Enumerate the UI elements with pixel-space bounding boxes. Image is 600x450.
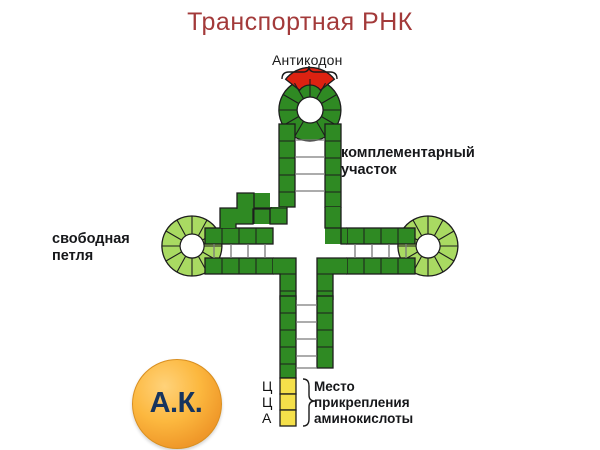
central-junction [219,192,347,300]
label-free-loop: свободная петля [52,231,130,265]
page-title: Транспортная РНК [187,8,413,36]
label-complementary-region: комплементарный участок [341,145,475,179]
anticodon-red-bases [284,66,336,92]
attachment-brace [302,378,316,427]
amino-acid-circle [132,359,222,449]
t-loop-stem-rungs [354,244,407,258]
base-letter-3: А [262,410,272,426]
label-anticodon: Антикодон [272,52,343,68]
base-letter-1: Ц [262,378,273,394]
free-loop-stem-rungs [213,244,266,258]
anticodon-loop-dividers [279,79,341,138]
cca-yellow-blocks [279,377,297,427]
amino-acid-label: А.К. [149,386,203,419]
free-loop-arm [161,215,274,277]
t-loop-arm [346,215,459,277]
cca-block-1 [279,377,297,395]
cca-block-2 [279,393,297,411]
cca-block-3 [279,409,297,427]
label-amino-acid-attachment: Место прикрепления аминокислоты [314,379,414,426]
anticodon-brace [281,65,338,80]
base-letter-2: Ц [262,394,273,410]
acceptor-stem-rungs [296,304,317,369]
anticodon-stem-rungs [295,139,325,192]
acceptor-stem [279,295,334,427]
anticodon-loop [278,66,342,208]
